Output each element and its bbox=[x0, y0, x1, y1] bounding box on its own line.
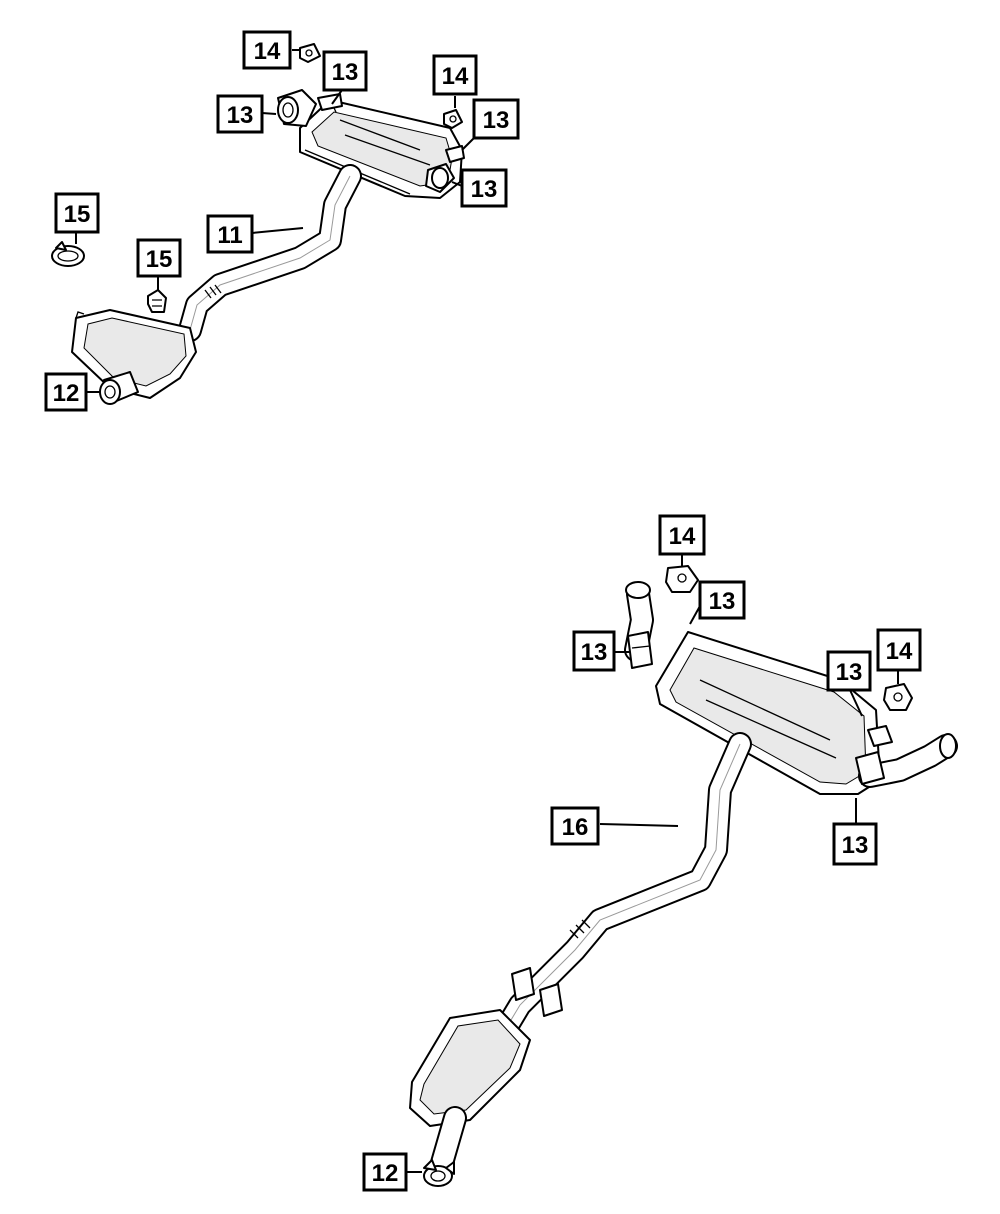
bottom-leader-13c bbox=[849, 689, 863, 717]
callout-label: 13 bbox=[709, 588, 736, 615]
top-front-inlet bbox=[99, 371, 139, 405]
bottom-leader-16 bbox=[599, 823, 679, 827]
top-clamp-15b bbox=[147, 289, 167, 313]
callout-bottom-16: 16 bbox=[550, 806, 600, 846]
callout-label: 15 bbox=[146, 246, 173, 273]
callout-label: 11 bbox=[217, 222, 242, 249]
callout-top-12: 12 bbox=[44, 372, 88, 412]
callout-bottom-13d: 13 bbox=[832, 822, 878, 866]
top-isolator-14b bbox=[443, 109, 463, 129]
callout-bottom-13a: 13 bbox=[698, 580, 746, 620]
callout-bottom-13b: 13 bbox=[572, 630, 616, 672]
callout-label: 13 bbox=[581, 639, 608, 666]
callout-top-13a: 13 bbox=[322, 50, 368, 92]
top-leader-13d bbox=[451, 181, 463, 187]
top-leader-13a bbox=[331, 89, 343, 105]
callout-label: 14 bbox=[886, 638, 913, 665]
callout-label: 14 bbox=[669, 523, 696, 550]
bottom-leader-13a bbox=[689, 605, 701, 625]
callout-label: 15 bbox=[64, 201, 91, 228]
callout-label: 13 bbox=[471, 176, 498, 203]
top-clamp-15a bbox=[51, 241, 85, 267]
top-exhaust-assembly: 14 13 13 14 13 13 15 11 bbox=[44, 30, 520, 412]
bottom-right-tailpipe bbox=[855, 725, 958, 788]
callout-label: 13 bbox=[483, 107, 510, 134]
callout-top-13d: 13 bbox=[460, 168, 508, 208]
callout-bottom-14a: 14 bbox=[658, 514, 706, 556]
bottom-exhaust-assembly: 14 13 13 14 13 16 13 12 bbox=[362, 514, 958, 1192]
callout-top-14b: 14 bbox=[432, 54, 478, 96]
callout-bottom-14b: 14 bbox=[876, 628, 922, 672]
bottom-front-resonator bbox=[409, 1009, 531, 1127]
callout-top-14a: 14 bbox=[242, 30, 292, 70]
callout-label: 16 bbox=[562, 814, 589, 841]
callout-top-13b: 13 bbox=[216, 94, 264, 134]
callout-label: 12 bbox=[53, 380, 80, 407]
callout-label: 12 bbox=[372, 1160, 399, 1187]
bottom-isolator-14a bbox=[665, 565, 699, 593]
callout-top-13c: 13 bbox=[472, 98, 520, 140]
callout-label: 14 bbox=[254, 38, 281, 65]
callout-label: 14 bbox=[442, 63, 469, 90]
bottom-isolator-14b bbox=[883, 683, 913, 711]
bottom-left-tailpipe bbox=[624, 581, 654, 669]
top-front-resonator bbox=[71, 309, 197, 399]
callout-bottom-13c: 13 bbox=[826, 650, 872, 692]
callout-label: 13 bbox=[836, 659, 863, 686]
top-right-outlet bbox=[425, 145, 465, 193]
top-left-tailpipe bbox=[277, 89, 343, 127]
top-leader-13b bbox=[261, 112, 277, 115]
callout-label: 13 bbox=[842, 832, 869, 859]
callout-label: 13 bbox=[332, 59, 359, 86]
callout-top-15b: 15 bbox=[136, 238, 182, 278]
top-leader-11 bbox=[251, 227, 304, 234]
callout-label: 13 bbox=[227, 102, 254, 129]
callout-top-15a: 15 bbox=[54, 192, 100, 234]
bottom-intermediate-pipe bbox=[493, 732, 752, 1042]
top-rear-muffler bbox=[299, 99, 463, 199]
top-intermediate-pipe bbox=[178, 164, 362, 342]
top-isolator-14a bbox=[299, 43, 321, 63]
callout-top-11: 11 bbox=[206, 214, 254, 254]
callout-bottom-12: 12 bbox=[362, 1152, 408, 1192]
bottom-front-inlet bbox=[423, 1106, 467, 1187]
